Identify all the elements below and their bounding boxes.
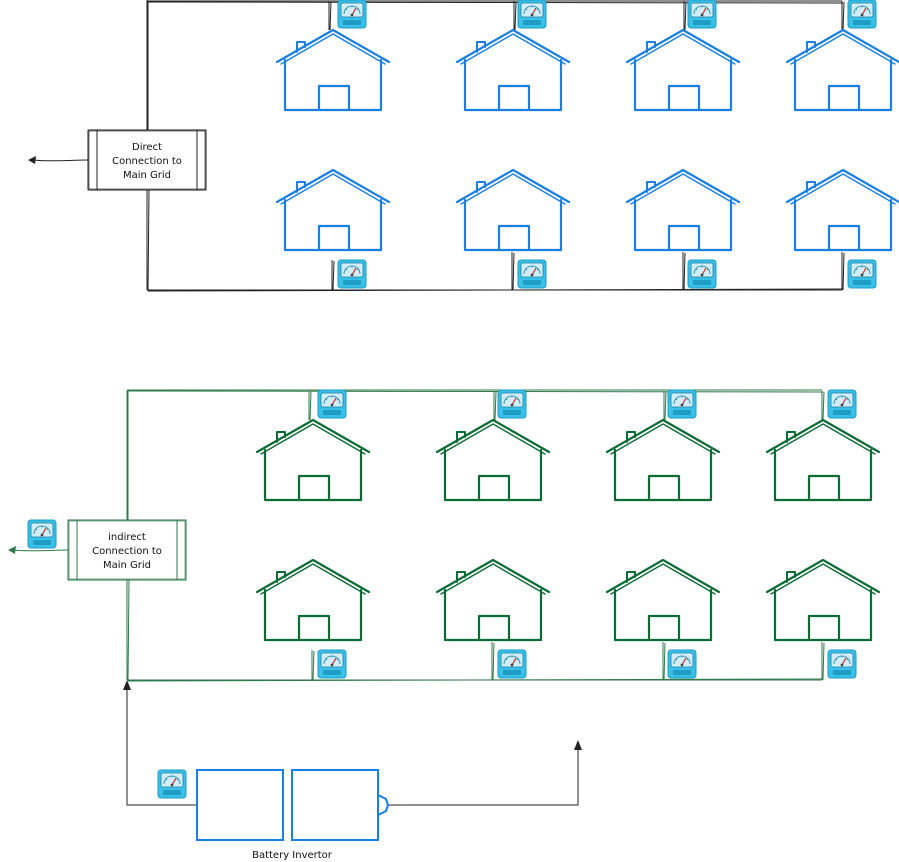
power-meter-icon	[847, 0, 877, 29]
power-meter-icon	[337, 0, 367, 29]
house-icon	[455, 28, 571, 112]
power-meter-icon	[687, 0, 717, 29]
house-icon	[785, 168, 899, 252]
direct-wiring	[146, 0, 845, 292]
power-meter-icon	[317, 389, 347, 419]
indirect-label-line-3: Main Grid	[103, 560, 151, 571]
house-icon	[275, 168, 391, 252]
power-meter-icon	[317, 649, 347, 679]
indirect-grid-arrow	[8, 546, 69, 554]
battery-wiring	[126, 688, 579, 806]
house-icon	[625, 28, 741, 112]
power-meter-icon	[517, 0, 547, 29]
house-icon	[275, 28, 391, 112]
direct-label-line-3: Main Grid	[123, 170, 171, 181]
power-meter-icon	[667, 649, 697, 679]
house-icon	[255, 558, 371, 642]
arrow-icon	[123, 680, 131, 690]
power-meter-icon	[157, 769, 187, 799]
house-icon	[625, 168, 741, 252]
battery-invertor	[196, 769, 390, 841]
house-icon	[435, 418, 551, 502]
direct-label-line-1: Direct	[132, 142, 162, 153]
power-meter-icon	[847, 259, 877, 289]
direct-houses	[275, 28, 899, 252]
house-icon	[785, 28, 899, 112]
power-meter-icon	[517, 259, 547, 289]
power-meter-icon	[497, 649, 527, 679]
indirect-label-line-1: indirect	[108, 532, 146, 543]
direct-label-line-2: Connection to	[112, 156, 182, 167]
arrow-icon	[574, 740, 582, 750]
house-icon	[455, 168, 571, 252]
house-icon	[435, 558, 551, 642]
house-icon	[605, 418, 721, 502]
indirect-label-line-2: Connection to	[92, 546, 162, 557]
indirect-wiring	[126, 389, 825, 682]
power-meter-icon	[497, 389, 527, 419]
house-icon	[605, 558, 721, 642]
house-icon	[255, 418, 371, 502]
power-meter-icon	[337, 259, 367, 289]
power-meter-icon	[27, 519, 57, 549]
indirect-houses	[255, 418, 881, 642]
power-meter-icon	[827, 649, 857, 679]
battery-invertor-label: Battery Invertor	[252, 850, 333, 861]
house-icon	[765, 558, 881, 642]
power-meter-icon	[687, 259, 717, 289]
house-icon	[765, 418, 881, 502]
direct-grid-arrow	[28, 156, 89, 164]
power-meter-icon	[827, 389, 857, 419]
power-meter-icon	[667, 389, 697, 419]
